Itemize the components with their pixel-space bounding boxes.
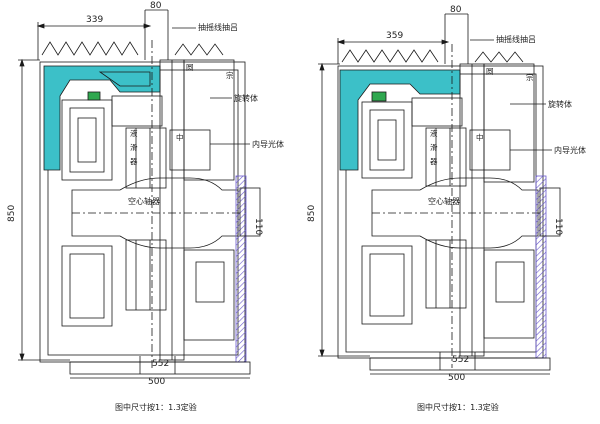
right-mark-d: 中 xyxy=(476,132,484,142)
left-hub: 110 xyxy=(253,218,263,235)
right-top-width: 359 xyxy=(386,31,403,41)
right-height: 850 xyxy=(307,205,317,222)
right-label-guide: 内导光体 xyxy=(554,145,586,155)
left-label-drawout: 抽摇线抽吕 xyxy=(198,22,238,32)
right-mark-a: 液 xyxy=(430,128,438,138)
left-label-guide: 内导光体 xyxy=(252,139,284,149)
drawing-right xyxy=(318,13,561,375)
right-hub: 110 xyxy=(553,218,563,235)
left-bottom-500: 500 xyxy=(148,377,165,387)
right-bottom-552: 552 xyxy=(452,355,469,365)
left-mark-d: 中 xyxy=(176,132,184,142)
right-label-shaft: 空心轴器 xyxy=(428,196,460,206)
left-mark-a: 液 xyxy=(130,128,138,138)
right-shaft-gap: 80 xyxy=(450,5,462,15)
right-bottom-500: 500 xyxy=(448,373,465,383)
drawing-left xyxy=(18,9,261,379)
left-label-shaft: 空心轴器 xyxy=(128,196,160,206)
left-caption: 图中尺寸按1：1.3定验 xyxy=(115,402,197,412)
left-mark-f: 宗 xyxy=(226,70,234,80)
right-mark-c: 器 xyxy=(430,157,438,166)
left-bottom-552: 552 xyxy=(152,359,169,369)
left-top-width: 339 xyxy=(86,15,103,25)
left-mark-b: 滑 xyxy=(130,142,138,152)
right-caption: 图中尺寸按1：1.3定验 xyxy=(417,402,499,412)
right-label-rotor: 旋转体 xyxy=(548,99,572,109)
right-mark-e: 圆 xyxy=(486,67,494,76)
left-label-rotor: 旋转体 xyxy=(234,93,258,103)
left-shaft-gap: 80 xyxy=(150,1,162,11)
left-mark-e: 圆 xyxy=(186,63,194,72)
left-height: 850 xyxy=(7,205,17,222)
left-mark-c: 器 xyxy=(130,157,138,166)
right-label-drawout: 抽摇线抽吕 xyxy=(496,34,536,44)
right-mark-b: 滑 xyxy=(430,142,438,152)
right-mark-f: 宗 xyxy=(526,72,534,82)
